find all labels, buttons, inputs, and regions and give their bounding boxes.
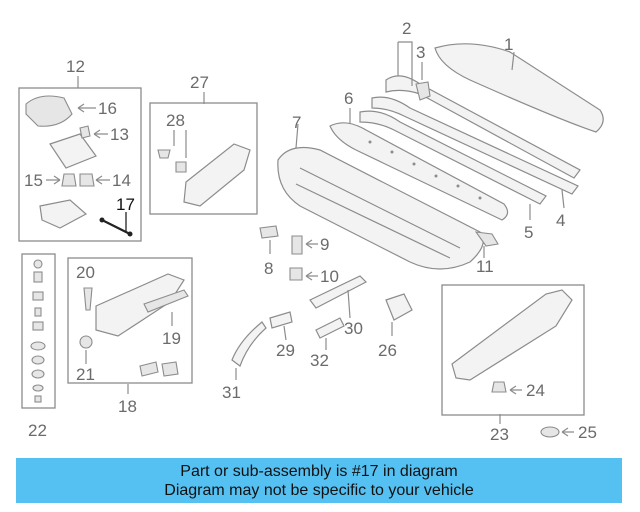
callout-1: 1 [504, 35, 513, 54]
callout-15: 15 [24, 171, 43, 190]
part-3 [415, 62, 431, 101]
part-7 [277, 123, 484, 270]
callout-14: 14 [112, 171, 131, 190]
callout-13: 13 [110, 125, 129, 144]
part-26 [385, 293, 413, 336]
callout-8: 8 [264, 259, 273, 278]
part-2 [385, 41, 581, 179]
part-20 [83, 287, 93, 311]
part-25 [540, 426, 574, 438]
callout-16: 16 [98, 99, 117, 118]
part-18-clips [127, 361, 179, 394]
part-14 [79, 173, 110, 187]
part-11 [474, 231, 499, 258]
part-28 [157, 130, 187, 173]
part-8 [259, 225, 279, 254]
callout-10: 10 [320, 267, 339, 286]
callout-19: 19 [162, 329, 181, 348]
callout-23: 23 [490, 425, 509, 444]
callout-31: 31 [222, 383, 241, 402]
part-5 [359, 110, 547, 220]
banner-line-2: Diagram may not be specific to your vehi… [164, 481, 474, 499]
callout-28: 28 [166, 111, 185, 130]
callout-5: 5 [524, 223, 533, 242]
callout-4: 4 [556, 211, 565, 230]
callout-11: 11 [476, 257, 494, 276]
callout-25: 25 [578, 423, 597, 442]
banner-line-1: Part or sub-assembly is #17 in diagram [180, 462, 458, 480]
part-15 [46, 173, 77, 187]
callout-9: 9 [320, 235, 329, 254]
info-banner: Part or sub-assembly is #17 in diagram D… [16, 458, 622, 503]
part-16 [25, 95, 96, 127]
part-4 [371, 96, 579, 209]
group-box-22 [21, 253, 56, 409]
parts-diagram: 1 2 3 4 5 6 7 8 9 10 11 12 13 14 15 16 1… [18, 19, 604, 444]
callout-22: 22 [28, 421, 47, 440]
callout-6: 6 [344, 89, 353, 108]
part-27-bracket [183, 92, 251, 207]
callout-24: 24 [526, 381, 545, 400]
part-22-fasteners [30, 259, 46, 403]
callout-3: 3 [416, 43, 425, 62]
part-1 [434, 43, 604, 133]
part-30 [309, 275, 368, 319]
part-21 [79, 335, 93, 364]
part-6 [329, 108, 509, 221]
part-23-panel [451, 289, 573, 424]
part-24 [491, 381, 522, 395]
part-9 [291, 235, 318, 255]
callout-30: 30 [344, 319, 363, 338]
callout-18: 18 [118, 397, 137, 416]
callout-12: 12 [66, 57, 85, 76]
part-18-panel [95, 273, 189, 337]
part-31 [231, 321, 267, 380]
callout-29: 29 [276, 341, 295, 360]
callout-32: 32 [310, 351, 329, 370]
group-box-23 [441, 284, 585, 416]
callout-26: 26 [378, 341, 397, 360]
callout-7: 7 [292, 113, 301, 132]
part-29 [269, 311, 293, 341]
callout-27: 27 [190, 73, 209, 92]
part-17 [99, 212, 133, 237]
callout-17: 17 [116, 195, 135, 214]
callout-21: 21 [76, 365, 95, 384]
callout-2: 2 [402, 19, 411, 38]
part-12-actuator [39, 76, 88, 229]
callout-20: 20 [76, 263, 95, 282]
part-10 [289, 267, 318, 281]
group-box-18 [67, 257, 193, 384]
group-box-12 [18, 87, 142, 242]
part-13 [49, 125, 108, 169]
part-32 [315, 317, 345, 350]
